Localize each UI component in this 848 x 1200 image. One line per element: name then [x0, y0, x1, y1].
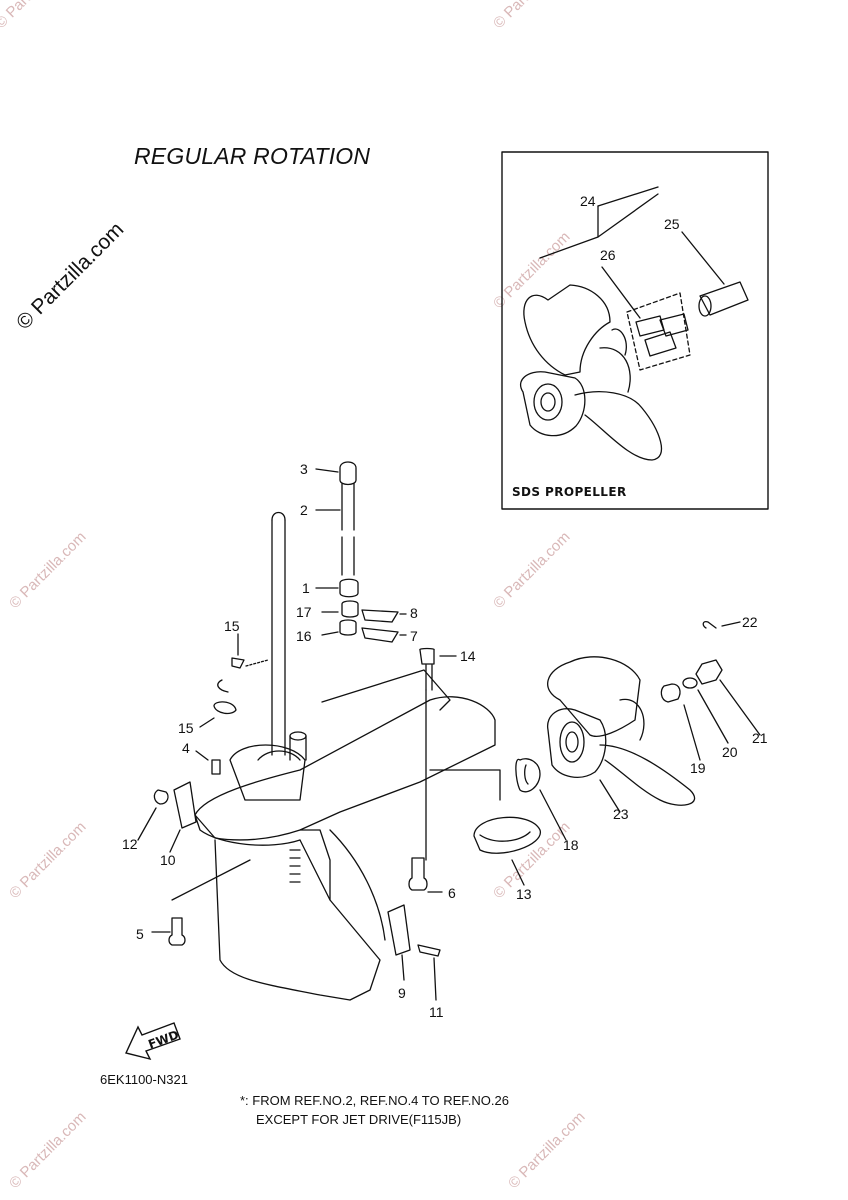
callout-10[interactable]: 10 — [160, 852, 176, 868]
inset-propeller — [520, 186, 749, 461]
callout-14[interactable]: 14 — [460, 648, 476, 664]
callout-22[interactable]: 22 — [742, 614, 758, 630]
callout-2[interactable]: 2 — [300, 502, 308, 518]
callout-11[interactable]: 11 — [429, 1004, 444, 1020]
callout-26[interactable]: 26 — [600, 247, 616, 263]
callout-4[interactable]: 4 — [182, 740, 190, 756]
callout-8[interactable]: 8 — [410, 605, 418, 621]
callout-15a[interactable]: 15 — [224, 618, 240, 634]
page-title: REGULAR ROTATION — [134, 143, 371, 169]
callout-3[interactable]: 3 — [300, 461, 308, 477]
callout-12[interactable]: 12 — [122, 836, 138, 852]
inset-frame — [501, 151, 769, 510]
footnote-line-1: *: FROM REF.NO.2, REF.NO.4 TO REF.NO.26 — [240, 1093, 509, 1108]
callout-23[interactable]: 23 — [613, 806, 629, 822]
callout-7[interactable]: 7 — [410, 628, 418, 644]
callout-5[interactable]: 5 — [136, 926, 144, 942]
callout-13[interactable]: 13 — [516, 886, 532, 902]
callout-20[interactable]: 20 — [722, 744, 738, 760]
fwd-arrow-icon: FWD — [125, 1022, 181, 1061]
lower-unit — [137, 461, 761, 1001]
diagram-code: 6EK1100-N321 — [100, 1072, 188, 1087]
footnote-line-2: EXCEPT FOR JET DRIVE(F115JB) — [256, 1112, 462, 1127]
callout-6[interactable]: 6 — [448, 885, 456, 901]
callout-18[interactable]: 18 — [563, 837, 579, 853]
callout-9[interactable]: 9 — [398, 985, 406, 1001]
inset-label: SDS PROPELLER — [512, 485, 627, 499]
callout-19[interactable]: 19 — [690, 760, 706, 776]
callout-24[interactable]: 24 — [580, 193, 596, 209]
callout-25[interactable]: 25 — [664, 216, 680, 232]
callout-16[interactable]: 16 — [296, 628, 312, 644]
callout-15b[interactable]: 15 — [178, 720, 194, 736]
callout-17[interactable]: 17 — [296, 604, 312, 620]
callout-1[interactable]: 1 — [302, 580, 310, 596]
callout-21[interactable]: 21 — [752, 730, 768, 746]
